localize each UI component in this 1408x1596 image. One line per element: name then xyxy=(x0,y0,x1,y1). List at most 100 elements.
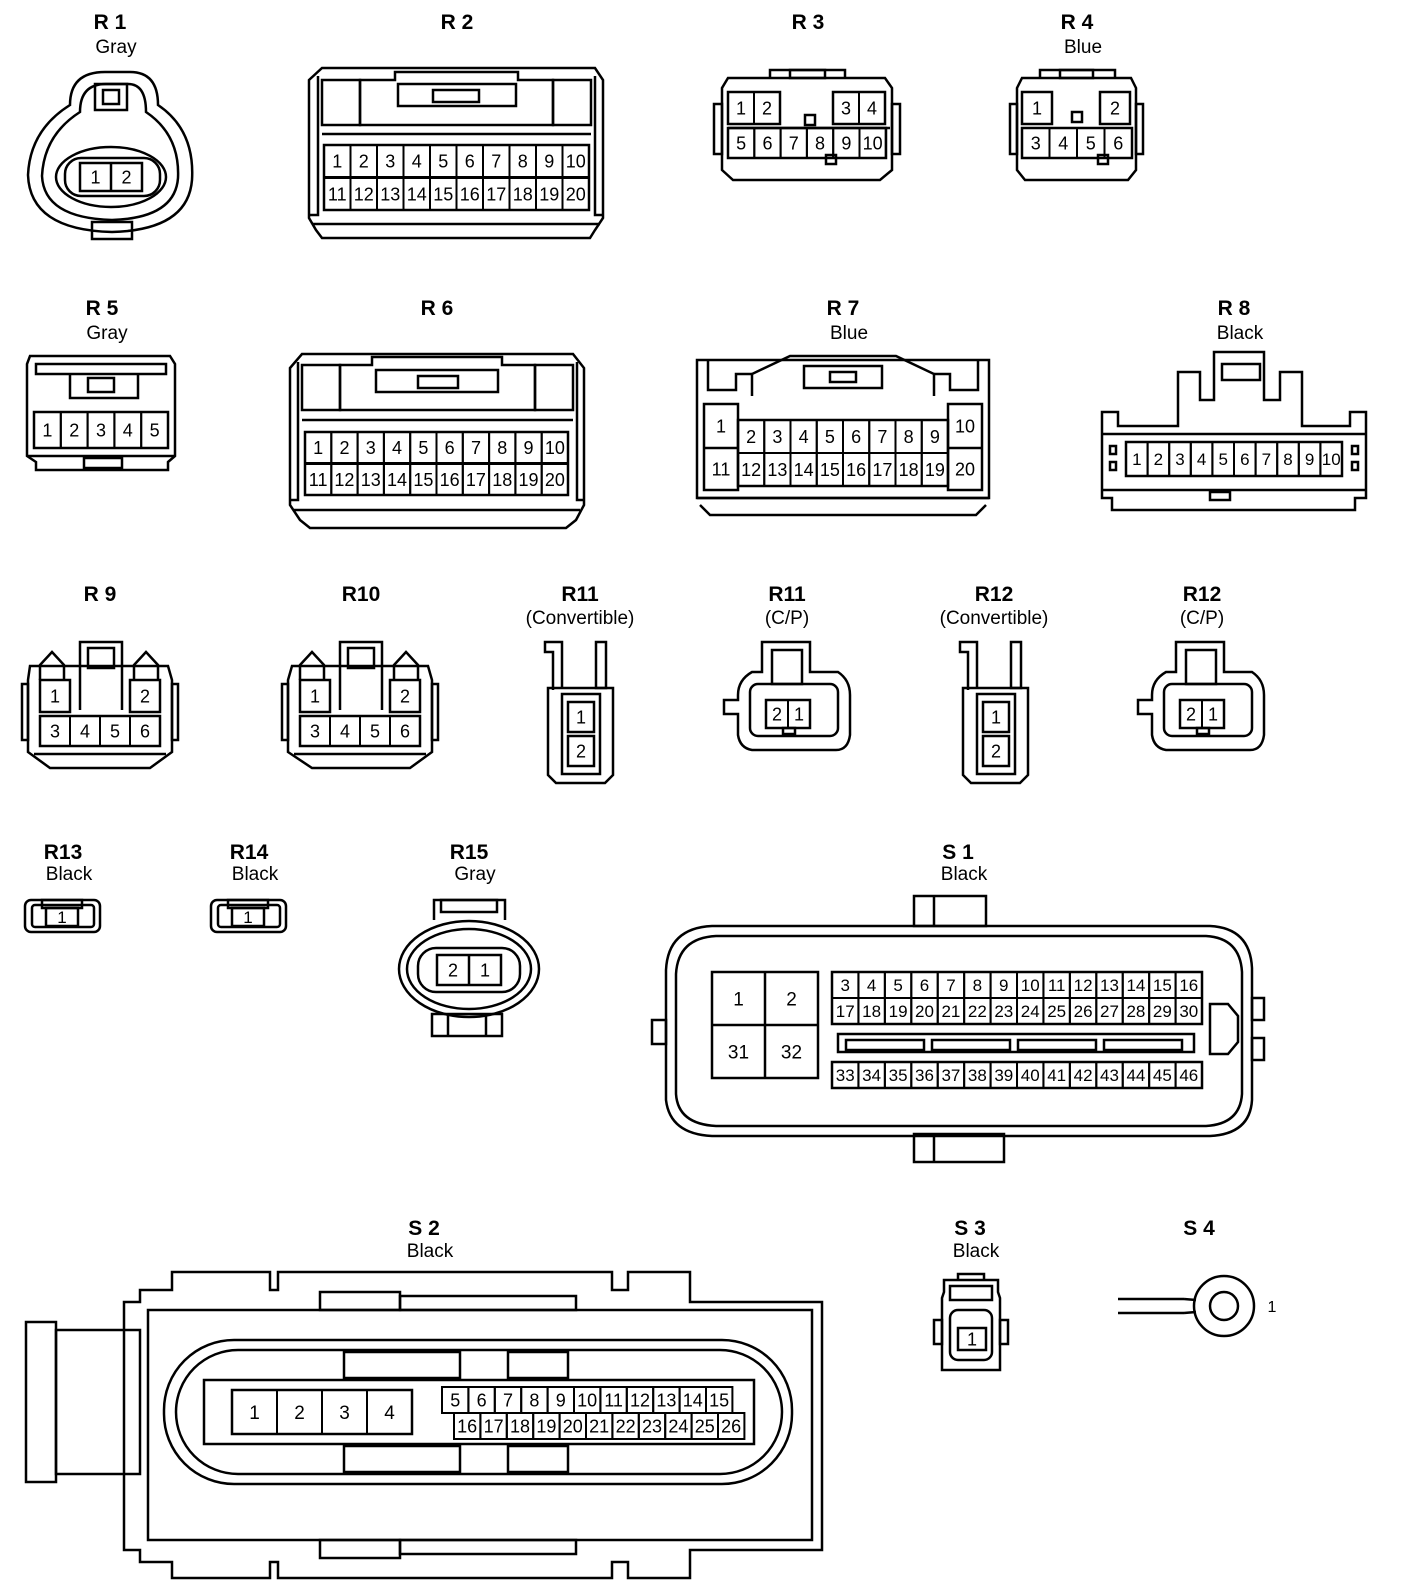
pin-r9-3: 3 xyxy=(39,715,71,747)
pin-r15-1: 1 xyxy=(480,960,490,980)
svg-text:40: 40 xyxy=(1021,1066,1040,1085)
svg-text:11: 11 xyxy=(1048,976,1066,995)
svg-text:8: 8 xyxy=(529,1390,539,1410)
pin-s2-22: 22 xyxy=(611,1412,640,1440)
pin-r7-7: 7 xyxy=(868,419,897,454)
pin-r12a-1: 1 xyxy=(991,707,1001,727)
svg-text:18: 18 xyxy=(899,460,919,480)
pin-s1-22: 22 xyxy=(963,997,992,1025)
svg-text:13: 13 xyxy=(767,460,787,480)
connector-r13 xyxy=(23,898,102,934)
svg-text:14: 14 xyxy=(407,184,427,204)
svg-text:5: 5 xyxy=(110,721,120,741)
pin-r11a-2: 2 xyxy=(576,741,586,761)
svg-text:7: 7 xyxy=(789,133,799,153)
svg-text:11: 11 xyxy=(712,459,731,479)
pin-r7-14: 14 xyxy=(789,452,818,487)
pin-s1-19: 19 xyxy=(883,997,913,1025)
connector-r9-name: R 9 xyxy=(83,583,117,606)
pin-r3-8: 8 xyxy=(805,127,835,159)
pin-r7-8: 8 xyxy=(894,419,923,454)
connector-r3-name: R 3 xyxy=(791,11,825,34)
svg-text:46: 46 xyxy=(1179,1066,1198,1085)
pin-r6-5: 5 xyxy=(409,431,438,464)
svg-text:4: 4 xyxy=(1058,133,1068,153)
pin-r3-1: 1 xyxy=(727,91,755,125)
svg-text:15: 15 xyxy=(820,460,840,480)
pin-s1-30: 30 xyxy=(1174,997,1204,1025)
pin-r10-5: 5 xyxy=(359,715,391,747)
pin-s1-11: 11 xyxy=(1042,971,1071,999)
connector-s1-color: Black xyxy=(940,864,988,885)
pin-s1-43: 43 xyxy=(1095,1061,1124,1089)
pin-s1-16: 16 xyxy=(1174,971,1204,999)
svg-text:11: 11 xyxy=(604,1390,623,1410)
svg-text:6: 6 xyxy=(477,1390,487,1410)
pin-s1-31: 31 xyxy=(728,1042,749,1063)
pin-r2-18: 18 xyxy=(508,177,537,211)
svg-text:9: 9 xyxy=(999,976,1008,995)
svg-text:3: 3 xyxy=(841,98,851,118)
svg-text:1: 1 xyxy=(313,438,323,458)
svg-text:2: 2 xyxy=(121,167,131,187)
svg-text:24: 24 xyxy=(668,1416,688,1436)
svg-text:18: 18 xyxy=(492,470,512,490)
pin-r7-19: 19 xyxy=(920,452,949,487)
svg-text:1: 1 xyxy=(1268,1299,1277,1316)
pin-r3-5: 5 xyxy=(727,127,756,159)
pin-s1-39: 39 xyxy=(989,1061,1019,1089)
svg-text:17: 17 xyxy=(466,470,486,490)
pin-s1-12: 12 xyxy=(1068,971,1098,999)
connector-r2 xyxy=(307,66,605,240)
svg-text:1: 1 xyxy=(249,1403,260,1424)
pin-r7-13: 13 xyxy=(763,452,792,487)
svg-text:1: 1 xyxy=(794,704,804,724)
pin-r6-10: 10 xyxy=(540,431,570,464)
pin-r9-5: 5 xyxy=(99,715,131,747)
svg-text:2: 2 xyxy=(772,704,782,724)
svg-text:6: 6 xyxy=(400,721,410,741)
pin-s1-24: 24 xyxy=(1016,997,1045,1025)
pin-r7-17: 17 xyxy=(868,452,897,487)
svg-text:15: 15 xyxy=(1153,976,1172,995)
pin-s1-1: 1 xyxy=(733,989,744,1010)
svg-text:5: 5 xyxy=(418,438,428,458)
pin-s1-5: 5 xyxy=(883,971,913,999)
svg-text:36: 36 xyxy=(915,1066,934,1085)
svg-text:1: 1 xyxy=(1032,98,1042,118)
svg-text:24: 24 xyxy=(1021,1002,1040,1021)
svg-text:2: 2 xyxy=(140,686,150,706)
pin-r7-3: 3 xyxy=(763,419,792,454)
pin-s2-24: 24 xyxy=(664,1412,693,1440)
svg-text:3: 3 xyxy=(1175,450,1184,469)
pin-s3-1: 1 xyxy=(967,1329,977,1349)
svg-text:8: 8 xyxy=(815,133,825,153)
svg-text:45: 45 xyxy=(1153,1066,1172,1085)
pin-s2-5: 5 xyxy=(441,1386,470,1414)
svg-text:38: 38 xyxy=(968,1066,987,1085)
pin-r10-1: 1 xyxy=(310,686,320,706)
connector-s2-name: S 2 xyxy=(408,1217,440,1240)
connector-r12b-name: R12 xyxy=(1182,583,1222,606)
pin-s4-1: 1 xyxy=(1268,1299,1277,1316)
pin-r4-1: 1 xyxy=(1032,98,1042,118)
pin-r8-2: 2 xyxy=(1146,441,1171,477)
svg-text:10: 10 xyxy=(863,133,883,153)
svg-text:2: 2 xyxy=(339,438,349,458)
pin-r2-20: 20 xyxy=(561,177,590,211)
pin-r6-20: 20 xyxy=(540,463,570,496)
pin-r12a-2: 2 xyxy=(991,741,1001,761)
svg-text:5: 5 xyxy=(150,420,160,440)
pin-r11b-2: 2 xyxy=(765,699,789,729)
pin-r9-6: 6 xyxy=(129,715,161,747)
svg-text:26: 26 xyxy=(1074,1002,1093,1021)
pin-s1-40: 40 xyxy=(1016,1061,1045,1089)
connector-s4 xyxy=(1118,1274,1256,1338)
svg-text:1: 1 xyxy=(480,960,490,980)
pin-s1-28: 28 xyxy=(1121,997,1151,1025)
svg-text:3: 3 xyxy=(1031,133,1041,153)
pin-s1-17: 17 xyxy=(831,997,860,1025)
pin-r7-5: 5 xyxy=(815,419,844,454)
svg-text:13: 13 xyxy=(361,470,381,490)
